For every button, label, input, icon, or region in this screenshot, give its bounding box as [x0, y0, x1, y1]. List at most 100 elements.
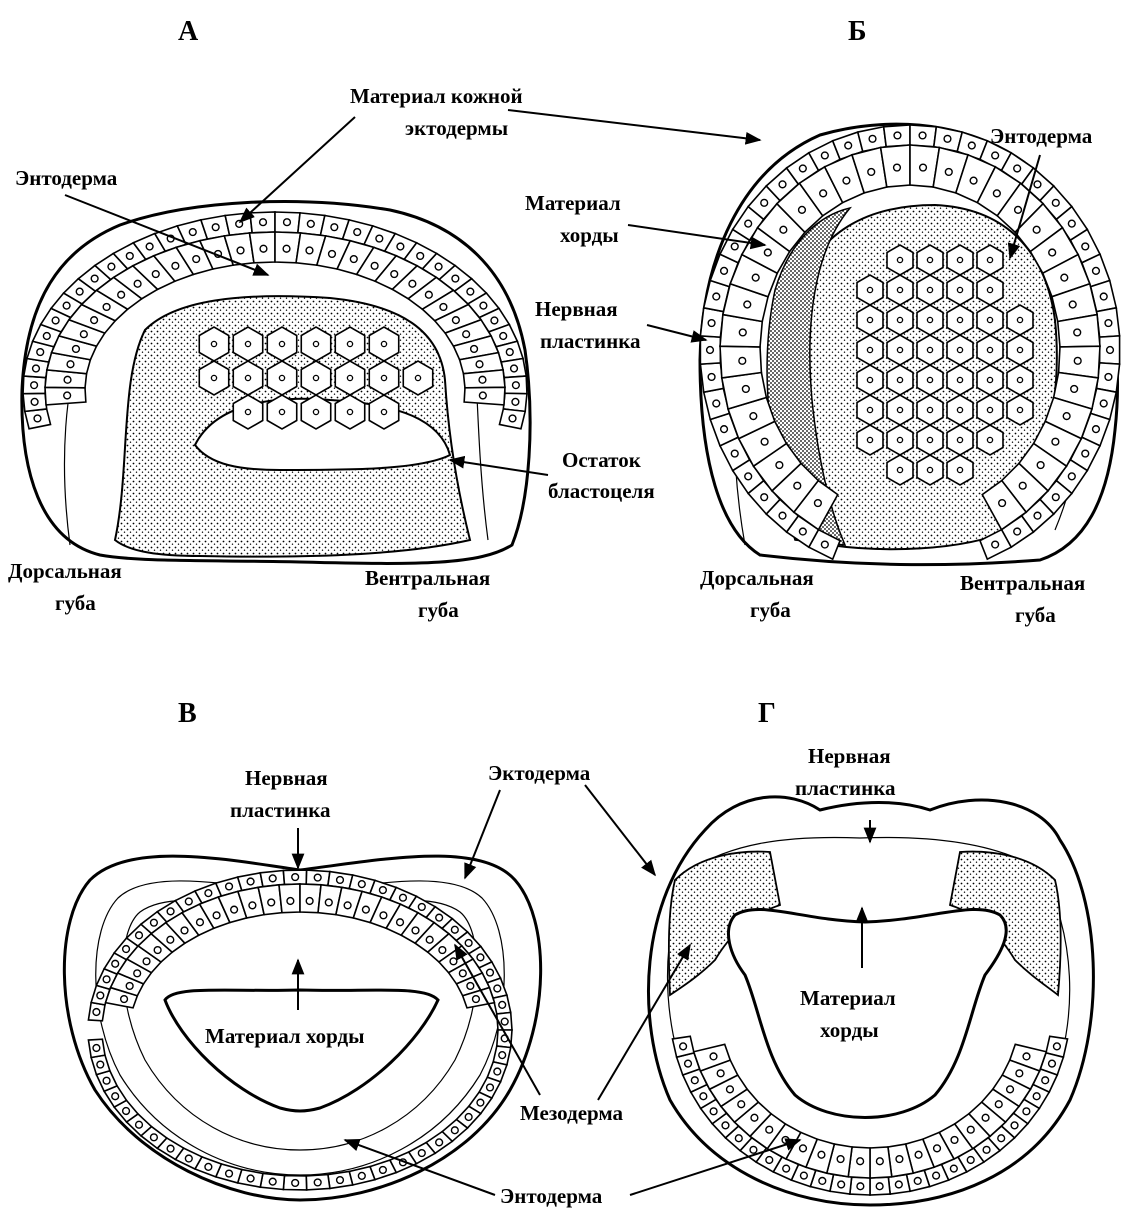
cell-nucleus [287, 898, 294, 905]
cell-nucleus [927, 377, 932, 382]
cell-nucleus [983, 1146, 990, 1153]
cell-nucleus [867, 437, 872, 442]
cell-nucleus [439, 947, 446, 954]
cell-nucleus [794, 482, 801, 489]
cell-nucleus [451, 1127, 458, 1134]
cell-nucleus [869, 135, 876, 142]
cell-nucleus [731, 450, 738, 457]
cell-nucleus [995, 1101, 1002, 1108]
cell-nucleus [400, 894, 407, 901]
cell-nucleus [1017, 317, 1022, 322]
cell-nucleus [380, 912, 387, 919]
panel-b-letter: Б [848, 16, 867, 47]
cell-nucleus [231, 906, 238, 913]
cell-nucleus [284, 219, 291, 226]
cell-nucleus [237, 247, 244, 254]
cell-nucleus [1023, 1108, 1030, 1115]
cell-nucleus [465, 1114, 472, 1121]
cell-nucleus [80, 331, 87, 338]
cell-nucleus [381, 409, 386, 414]
panel-a-label-skin-ectoderm-1: Материал кожной [350, 84, 523, 108]
cell-nucleus [31, 382, 38, 389]
cell-nucleus [283, 245, 290, 252]
panel-g-label-chorda-2: хорды [820, 1018, 879, 1042]
cell-nucleus [473, 996, 480, 1003]
cell-nucleus [987, 317, 992, 322]
cell-nucleus [957, 317, 962, 322]
cell-nucleus [269, 1178, 276, 1185]
cell-nucleus [213, 912, 220, 919]
cell-nucleus [993, 190, 1000, 197]
cell-nucleus [344, 902, 351, 909]
cell-nucleus [500, 333, 507, 340]
cell-nucleus [172, 262, 179, 269]
cell-nucleus [987, 347, 992, 352]
cell-nucleus [1019, 482, 1026, 489]
cell-nucleus [97, 992, 104, 999]
cell-nucleus [347, 409, 352, 414]
cell-nucleus [477, 1099, 484, 1106]
cell-nucleus [212, 224, 219, 231]
cell-nucleus [1105, 374, 1112, 381]
cell-nucleus [313, 375, 318, 380]
cell-nucleus [226, 1170, 233, 1177]
cell-nucleus [480, 302, 487, 309]
cell-nucleus [999, 500, 1006, 507]
cell-nucleus [721, 267, 728, 274]
panel-g-label-chorda-1: Материал [800, 986, 896, 1010]
cell-nucleus [876, 1158, 883, 1165]
panel-g-letter: Г [758, 698, 776, 729]
cell-nucleus [945, 169, 952, 176]
cell-nucleus [381, 341, 386, 346]
cell-nucleus [151, 919, 158, 926]
cell-nucleus [708, 320, 715, 327]
cell-nucleus [1082, 243, 1089, 250]
cell-nucleus [121, 996, 128, 1003]
cell-nucleus [739, 329, 746, 336]
cell-nucleus [766, 1126, 773, 1133]
cell-nucleus [260, 219, 267, 226]
cell-nucleus [279, 409, 284, 414]
cell-nucleus [205, 890, 212, 897]
cell-nucleus [987, 437, 992, 442]
cell-nucleus [1100, 400, 1107, 407]
label-ectoderm: Эктодерма [488, 761, 591, 785]
cell-nucleus [313, 409, 318, 414]
panel-b-label-neural-plate-1: Нервная [535, 297, 618, 321]
panel-a-label-ventral-lip-1: Вентральная [365, 566, 490, 590]
cell-nucleus [436, 914, 443, 921]
cell-nucleus [436, 1139, 443, 1146]
cell-nucleus [313, 341, 318, 346]
cell-nucleus [857, 1183, 864, 1190]
panel-a-label-blastocoel-2: бластоцеля [548, 479, 655, 503]
panel-b-label-dorsal-lip-2: губа [750, 598, 791, 622]
cell-nucleus [103, 1077, 110, 1084]
cell-nucleus [799, 528, 806, 535]
cell-nucleus [896, 1156, 903, 1163]
cell-nucleus [245, 409, 250, 414]
cell-nucleus [337, 877, 344, 884]
cell-nucleus [1074, 329, 1081, 336]
cell-nucleus [845, 142, 852, 149]
cell-nucleus [897, 407, 902, 412]
label-endoderm: Энтодерма [500, 1184, 603, 1208]
cell-nucleus [876, 1183, 883, 1190]
cell-nucleus [93, 1045, 100, 1052]
panel-g-label-neural-plate-2: пластинка [795, 776, 896, 800]
cell-nucleus [1011, 1122, 1018, 1129]
cell-nucleus [1033, 1093, 1040, 1100]
cell-nucleus [43, 333, 50, 340]
cell-nucleus [894, 164, 901, 171]
cell-nucleus [1061, 274, 1068, 281]
cell-nucleus [897, 317, 902, 322]
cell-nucleus [819, 1178, 826, 1185]
cell-nucleus [494, 1068, 501, 1075]
cell-nucleus [425, 291, 432, 298]
cell-nucleus [509, 415, 516, 422]
cell-nucleus [358, 1172, 365, 1179]
cell-nucleus [782, 1137, 789, 1144]
panel-a-label-endoderm: Энтодерма [15, 166, 118, 190]
cell-nucleus [776, 462, 783, 469]
cell-nucleus [479, 376, 486, 383]
cell-nucleus [799, 165, 806, 172]
